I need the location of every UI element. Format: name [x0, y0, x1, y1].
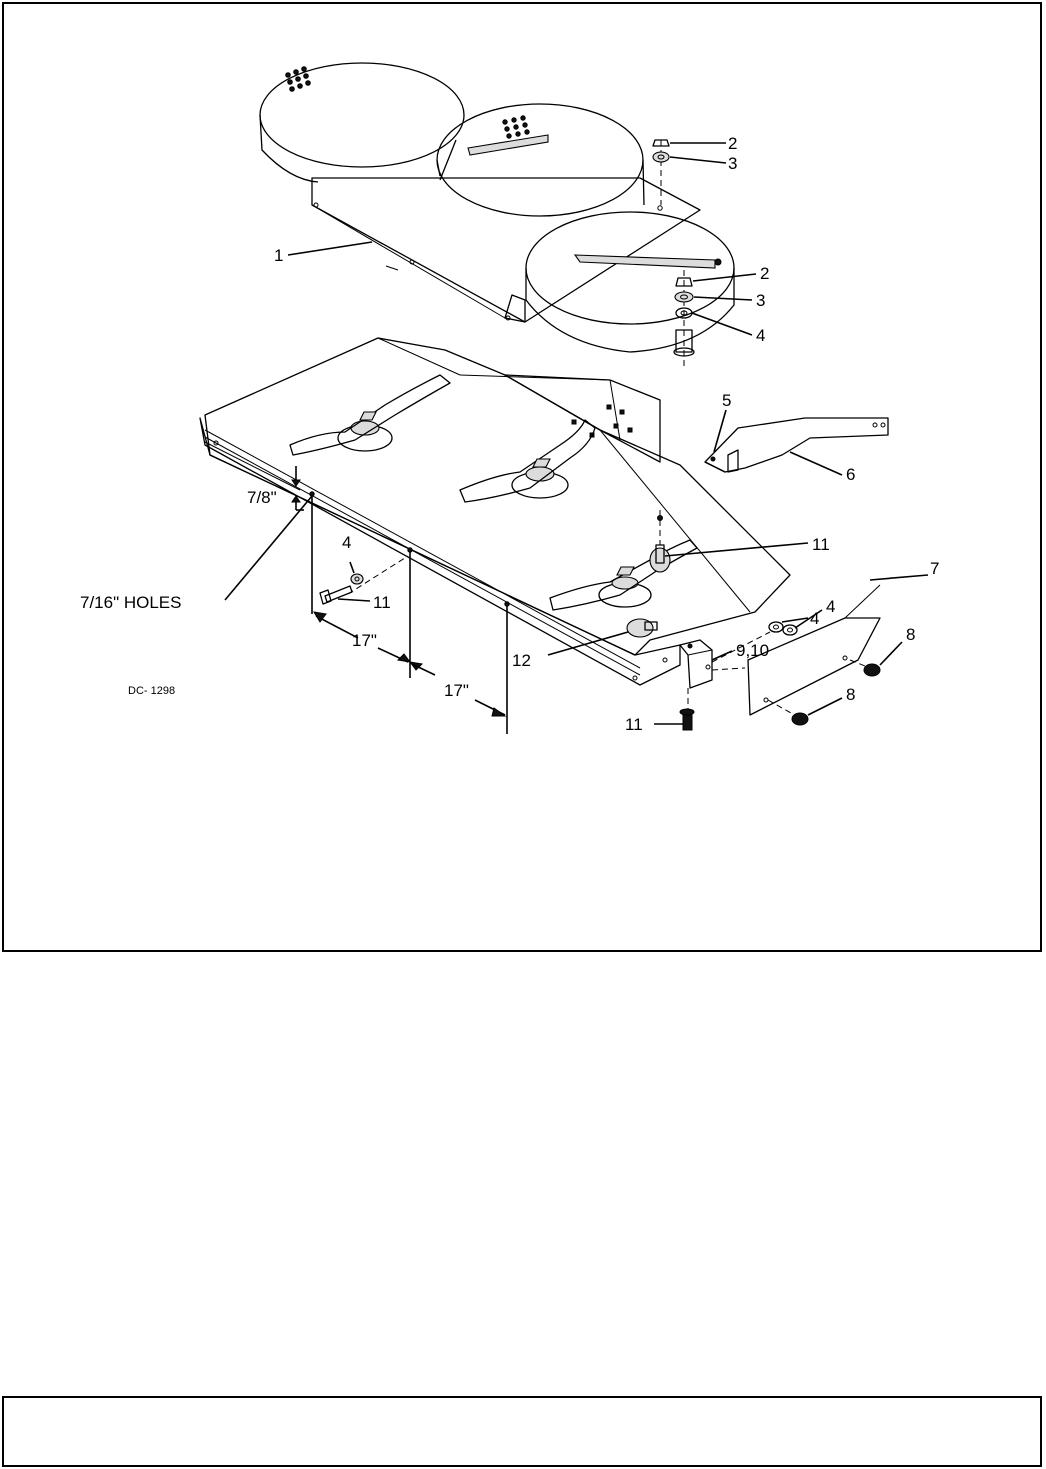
label-part-11-lower: 11: [625, 715, 643, 734]
bolt-lower: [679, 708, 695, 731]
label-part-6: 6: [846, 465, 855, 484]
blade-middle: [459, 419, 596, 503]
diagram-frame: [2, 2, 1042, 952]
pivot-bracket: [626, 618, 658, 638]
dimension-spacing-1-label: 17": [352, 631, 377, 650]
label-part-2-lower: 2: [760, 264, 769, 283]
label-part-5: 5: [722, 391, 731, 410]
dimension-spacing-2-label: 17": [444, 681, 469, 700]
right-hardware: [711, 621, 881, 726]
leader-lines: [224, 142, 929, 725]
label-part-7: 7: [930, 559, 939, 578]
part-labels: 1 2 3 2 3 4 5 6 11 7 4 4 8 8 9,10 12 11 …: [274, 134, 939, 734]
mount-bracket: [679, 639, 713, 712]
left-fastener: [319, 555, 409, 605]
label-part-4-right-b: 4: [826, 597, 835, 616]
dimension-height-label: 7/8": [247, 488, 277, 507]
label-part-3-upper: 3: [728, 154, 737, 173]
label-part-11-deck: 11: [812, 535, 830, 554]
dimension-holes-label: 7/16" HOLES: [80, 593, 181, 612]
blade-rear: [549, 539, 698, 611]
blade-housing: [311, 177, 701, 323]
deck-bracket-bolt: [649, 510, 671, 573]
ring-middle: [436, 103, 645, 217]
label-part-8-lower: 8: [846, 685, 855, 704]
label-part-9-10: 9,10: [736, 641, 769, 660]
hardware-stack-upper: [652, 139, 670, 205]
label-part-3-lower: 3: [756, 291, 765, 310]
label-part-4-left: 4: [342, 533, 351, 552]
blade-front: [289, 374, 451, 456]
label-part-8-upper: 8: [906, 625, 915, 644]
dimension-7-8: [291, 466, 304, 511]
label-part-1: 1: [274, 246, 283, 265]
footer-frame: [2, 1396, 1042, 1467]
label-part-11-left: 11: [373, 593, 391, 612]
ring-left: [259, 62, 465, 183]
dimension-labels: 7/8" 7/16" HOLES 17" 17" DC- 1298: [80, 488, 469, 700]
baffle-plate: [747, 584, 881, 716]
drawing-code: DC- 1298: [128, 685, 175, 697]
support-arm: [704, 417, 889, 473]
mower-deck: [199, 337, 791, 686]
label-part-12: 12: [512, 651, 531, 670]
label-part-4-right-a: 4: [810, 609, 819, 628]
dimension-17-lines: [311, 496, 508, 734]
label-part-2-upper: 2: [728, 134, 737, 153]
label-part-4-ring: 4: [756, 326, 765, 345]
ring-right: [525, 205, 735, 357]
